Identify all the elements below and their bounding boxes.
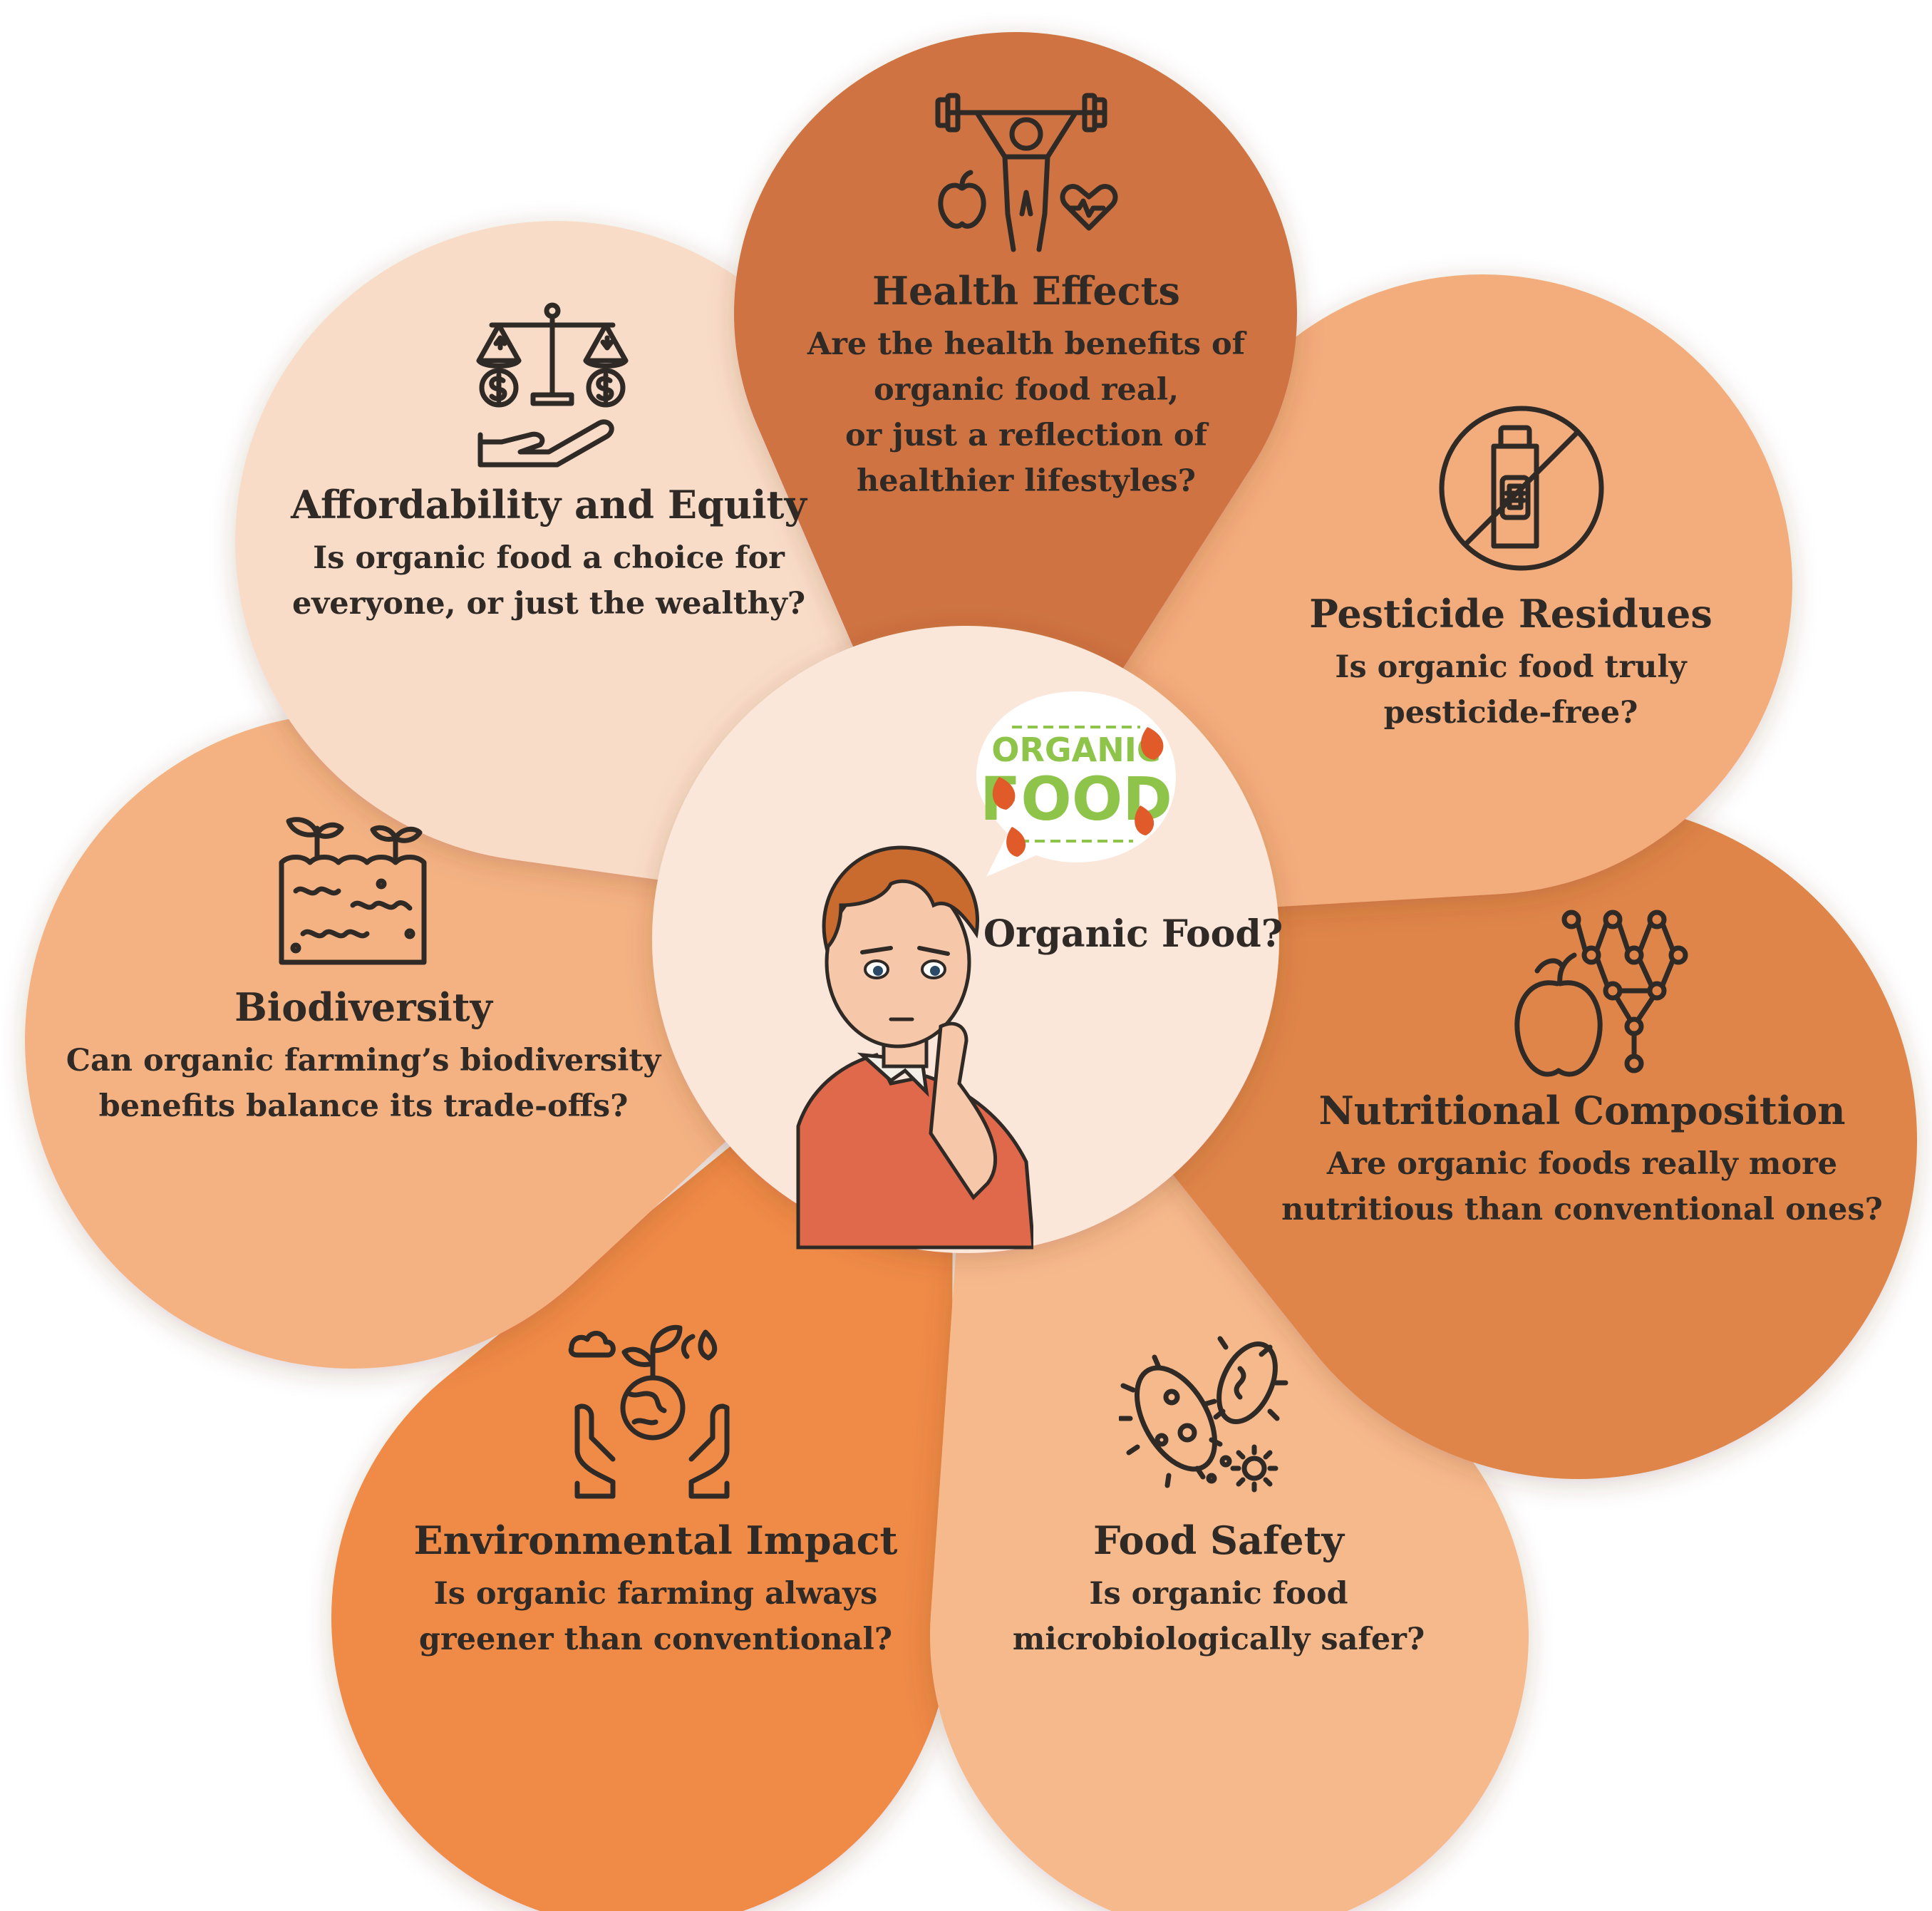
petal-nutrition: Nutritional Composition Are organic food… — [1254, 1087, 1910, 1232]
organic-food-badge: ORGANIC FOOD — [976, 691, 1176, 877]
bacteria-icon — [1119, 1336, 1288, 1493]
health-q-line: organic food real, — [873, 372, 1179, 408]
environment-q-line: greener than conventional? — [418, 1622, 893, 1657]
food-safety-q-line: Is organic food — [1089, 1576, 1348, 1612]
petal-health: Health Effects Are the health benefits o… — [763, 267, 1290, 504]
health-q-line: or just a reflection of — [844, 418, 1208, 453]
pesticide-title: Pesticide Residues — [1309, 591, 1713, 637]
biodiversity-q-line: Can organic farming’s biodiversity — [66, 1043, 661, 1078]
balance-scale-money-icon — [476, 302, 629, 468]
pesticide-question: Is organic food truly pesticide-free? — [1261, 644, 1760, 736]
center-question: Organic Food? — [983, 912, 1283, 956]
hands-earth-plant-icon — [568, 1324, 730, 1499]
nutrition-q-line: Are organic foods really more — [1326, 1146, 1838, 1182]
pesticide-q-line: Is organic food truly — [1335, 649, 1687, 685]
petal-pesticide: Pesticide Residues Is organic food truly… — [1261, 590, 1760, 736]
biodiversity-title: Biodiversity — [234, 984, 492, 1030]
petal-biodiversity: Biodiversity Can organic farming’s biodi… — [29, 984, 698, 1129]
environment-question: Is organic farming always greener than c… — [385, 1571, 926, 1662]
nutrition-q-line: nutritious than conventional ones? — [1281, 1192, 1883, 1227]
health-title: Health Effects — [872, 268, 1180, 314]
health-q-line: Are the health benefits of — [807, 326, 1246, 362]
nutrition-title: Nutritional Composition — [1318, 1088, 1846, 1133]
affordability-title: Affordability and Equity — [291, 482, 807, 527]
pesticide-q-line: pesticide-free? — [1383, 695, 1638, 731]
food-safety-q-line: microbiologically safer? — [1012, 1622, 1425, 1657]
health-question: Are the health benefits of organic food … — [763, 321, 1290, 504]
badge-line1: ORGANIC — [991, 731, 1160, 769]
food-safety-title: Food Safety — [1093, 1518, 1344, 1563]
biodiversity-question: Can organic farming’s biodiversity benef… — [29, 1038, 698, 1129]
thinking-boy-illustration — [796, 845, 1033, 1250]
apple-molecule-icon — [1514, 910, 1688, 1077]
affordability-q-line: everyone, or just the wealthy? — [291, 586, 806, 622]
health-q-line: healthier lifestyles? — [857, 463, 1196, 499]
petal-affordability: Affordability and Equity Is organic food… — [264, 481, 834, 627]
environment-title: Environmental Impact — [413, 1518, 898, 1563]
petal-food-safety: Food Safety Is organic food microbiologi… — [976, 1517, 1461, 1662]
food-safety-question: Is organic food microbiologically safer? — [976, 1571, 1461, 1662]
biodiversity-q-line: benefits balance its trade-offs? — [98, 1088, 629, 1124]
nutrition-question: Are organic foods really more nutritious… — [1254, 1141, 1910, 1232]
soil-sprouts-worms-icon — [279, 817, 427, 965]
petal-environment: Environmental Impact Is organic farming … — [385, 1517, 926, 1662]
affordability-question: Is organic food a choice for everyone, o… — [264, 535, 834, 627]
environment-q-line: Is organic farming always — [433, 1576, 878, 1612]
no-pesticide-icon — [1439, 406, 1604, 571]
affordability-q-line: Is organic food a choice for — [313, 540, 785, 576]
weightlifter-apple-heart-icon — [935, 93, 1118, 252]
